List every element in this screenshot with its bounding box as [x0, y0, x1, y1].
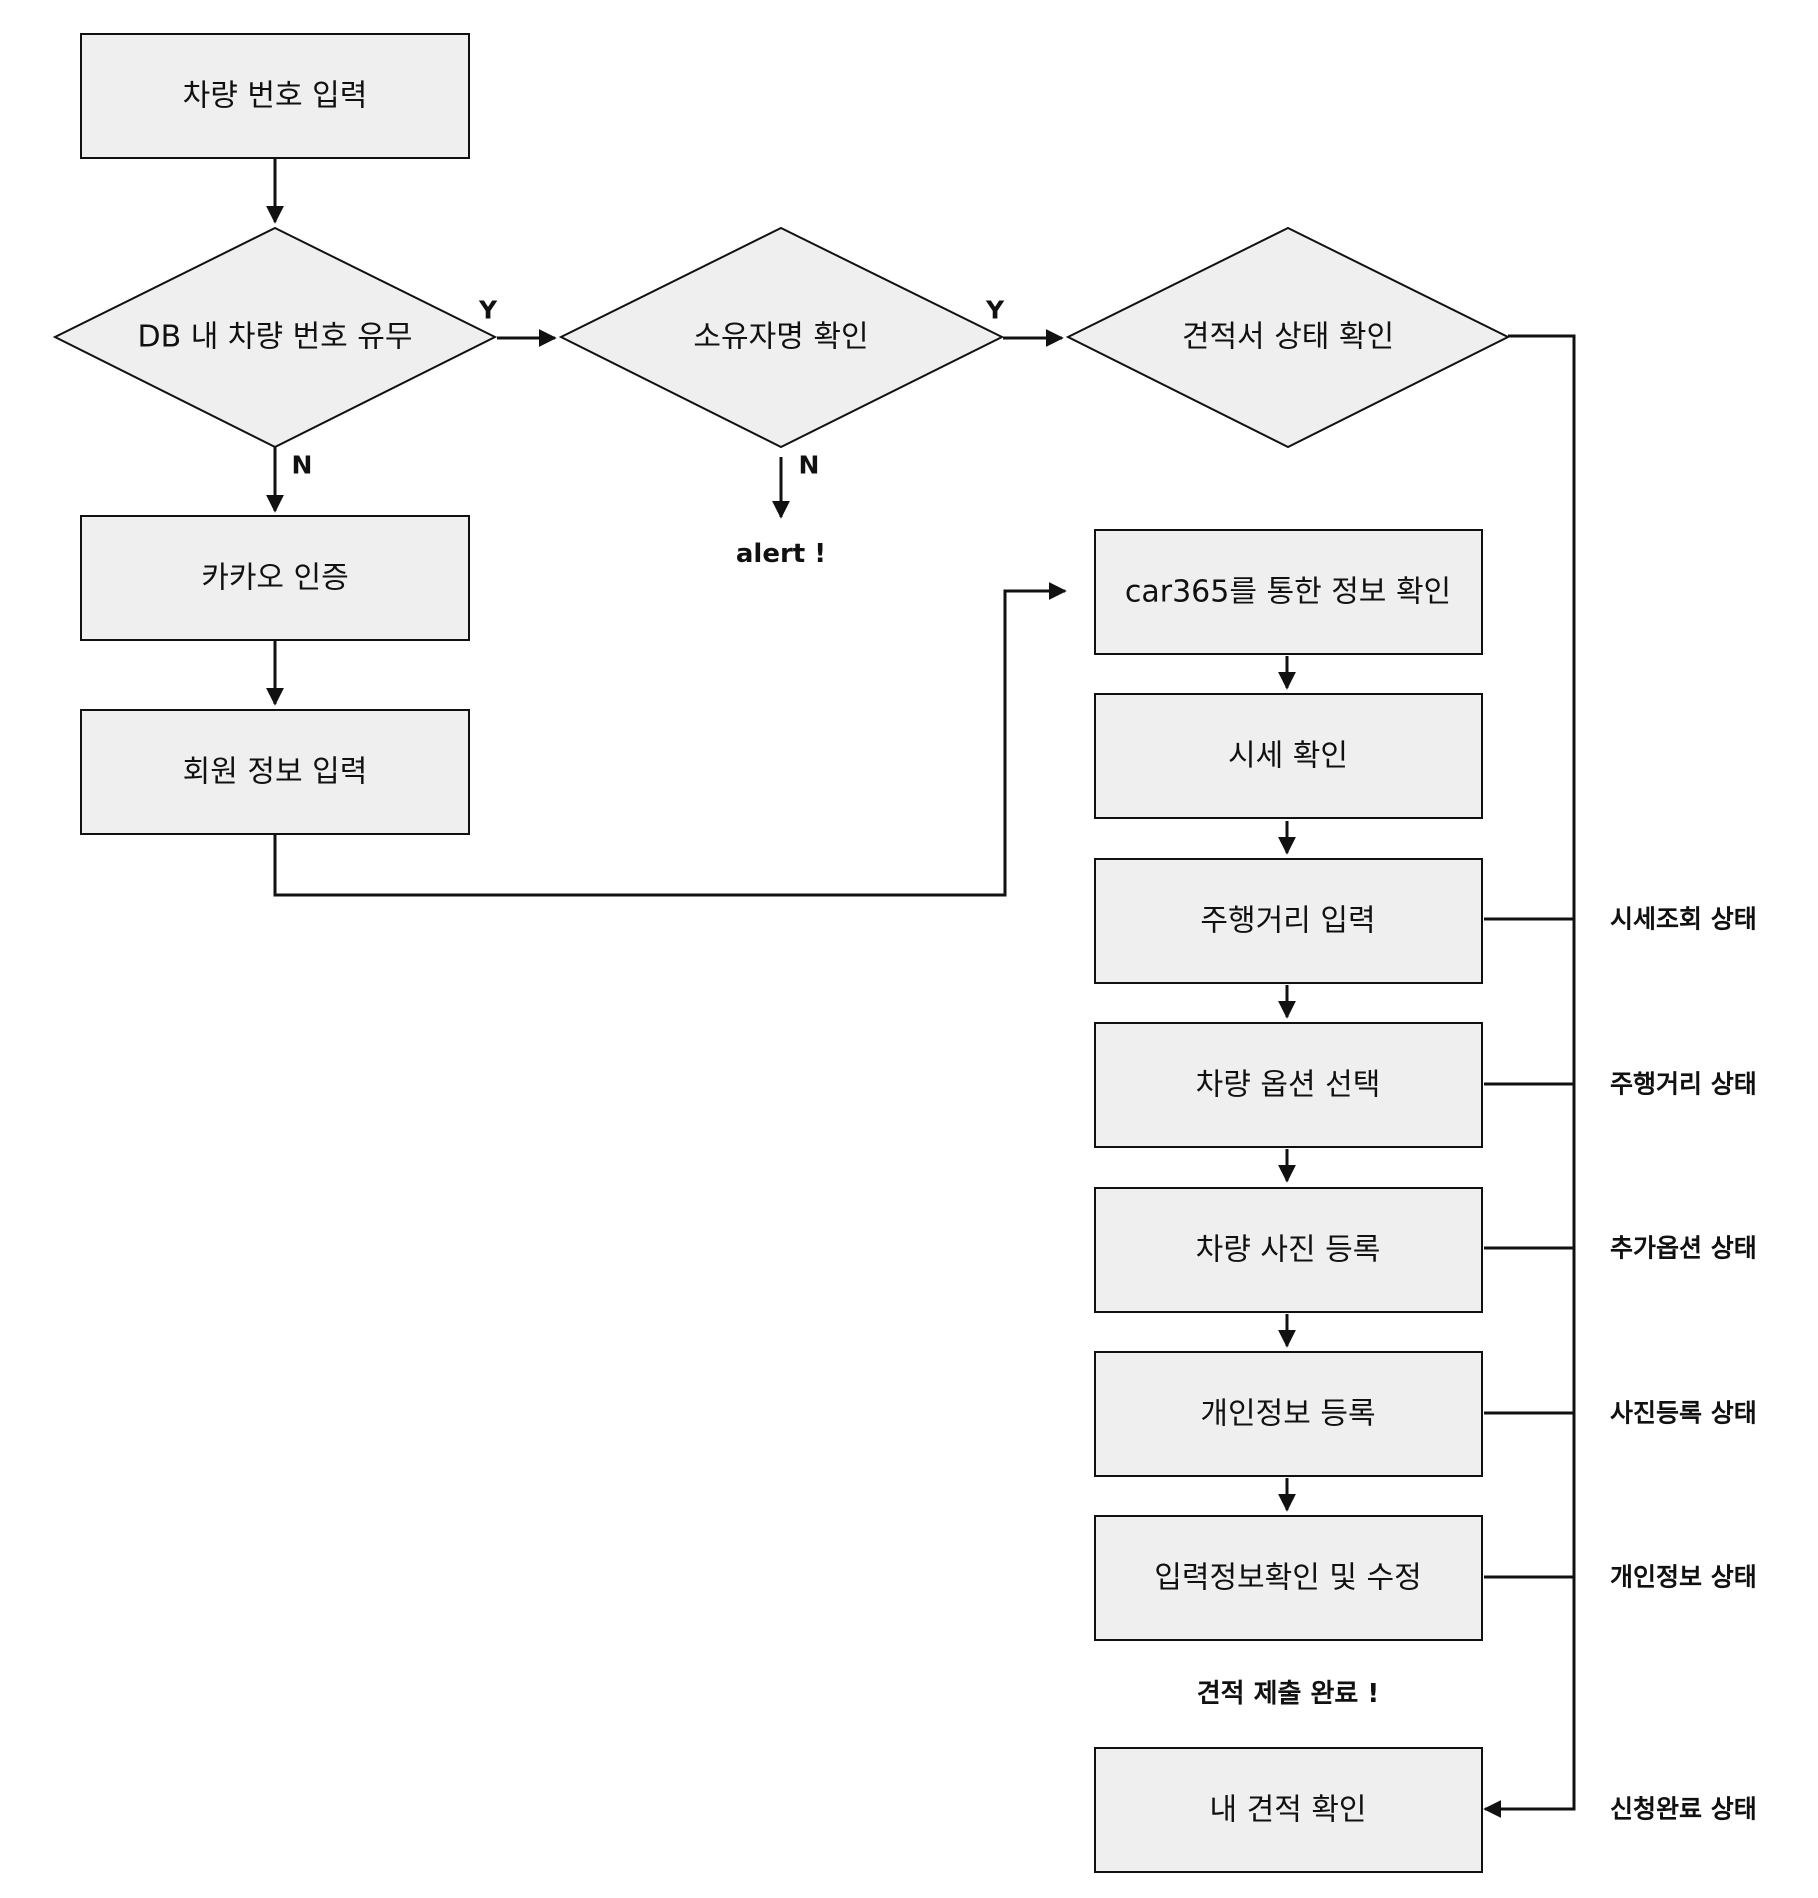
node-db-vehicle-check: DB 내 차량 번호 유무: [52, 226, 498, 449]
note-alert: alert !: [736, 539, 826, 569]
node-market-price-check: 시세 확인: [1094, 693, 1483, 819]
node-db-vehicle-check-label: DB 내 차량 번호 유무: [137, 320, 412, 355]
node-car365-info-check-label: car365를 통한 정보 확인: [1125, 575, 1451, 610]
status-market-price: 시세조회 상태: [1610, 905, 1757, 934]
node-vehicle-photo-register-label: 차량 사진 등록: [1196, 1233, 1381, 1268]
note-estimate-submitted: 견적 제출 완료 !: [1197, 1679, 1380, 1709]
node-input-info-review-edit-label: 입력정보확인 및 수정: [1154, 1561, 1421, 1596]
node-my-estimate-check: 내 견적 확인: [1094, 1747, 1483, 1873]
node-owner-name-check-label: 소유자명 확인: [693, 320, 868, 355]
node-kakao-auth: 카카오 인증: [80, 515, 470, 641]
node-personal-info-register-label: 개인정보 등록: [1200, 1397, 1375, 1432]
node-member-info-input: 회원 정보 입력: [80, 709, 470, 835]
status-photo-register: 사진등록 상태: [1610, 1399, 1757, 1428]
node-vehicle-option-select-label: 차량 옵션 선택: [1196, 1068, 1381, 1103]
node-vehicle-option-select: 차량 옵션 선택: [1094, 1022, 1483, 1148]
node-vehicle-number-input: 차량 번호 입력: [80, 33, 470, 159]
status-mileage: 주행거리 상태: [1610, 1070, 1757, 1099]
node-estimate-status-check-label: 견적서 상태 확인: [1182, 320, 1394, 355]
edge-estimate-status-to-my-estimate: [1483, 334, 1576, 1818]
edge-label-db-yes: Y: [478, 296, 498, 325]
node-member-info-input-label: 회원 정보 입력: [183, 755, 368, 790]
status-extra-option: 추가옵션 상태: [1610, 1234, 1757, 1263]
node-estimate-status-check: 견적서 상태 확인: [1065, 226, 1511, 449]
node-my-estimate-check-label: 내 견적 확인: [1209, 1793, 1366, 1828]
status-personal-info: 개인정보 상태: [1610, 1563, 1757, 1592]
edge-member-info-to-car365: [273, 582, 1067, 897]
node-owner-name-check: 소유자명 확인: [558, 226, 1005, 449]
node-mileage-input-label: 주행거리 입력: [1200, 904, 1375, 939]
node-car365-info-check: car365를 통한 정보 확인: [1094, 529, 1483, 655]
node-mileage-input: 주행거리 입력: [1094, 858, 1483, 984]
status-application-complete: 신청완료 상태: [1610, 1795, 1757, 1824]
node-personal-info-register: 개인정보 등록: [1094, 1351, 1483, 1477]
node-market-price-check-label: 시세 확인: [1228, 739, 1348, 774]
node-input-info-review-edit: 입력정보확인 및 수정: [1094, 1515, 1483, 1641]
node-kakao-auth-label: 카카오 인증: [201, 561, 349, 596]
node-vehicle-photo-register: 차량 사진 등록: [1094, 1187, 1483, 1313]
edge-label-db-no: N: [292, 451, 313, 480]
edge-label-owner-yes: Y: [985, 296, 1005, 325]
edge-label-owner-no: N: [799, 451, 820, 480]
node-vehicle-number-input-label: 차량 번호 입력: [183, 79, 368, 114]
